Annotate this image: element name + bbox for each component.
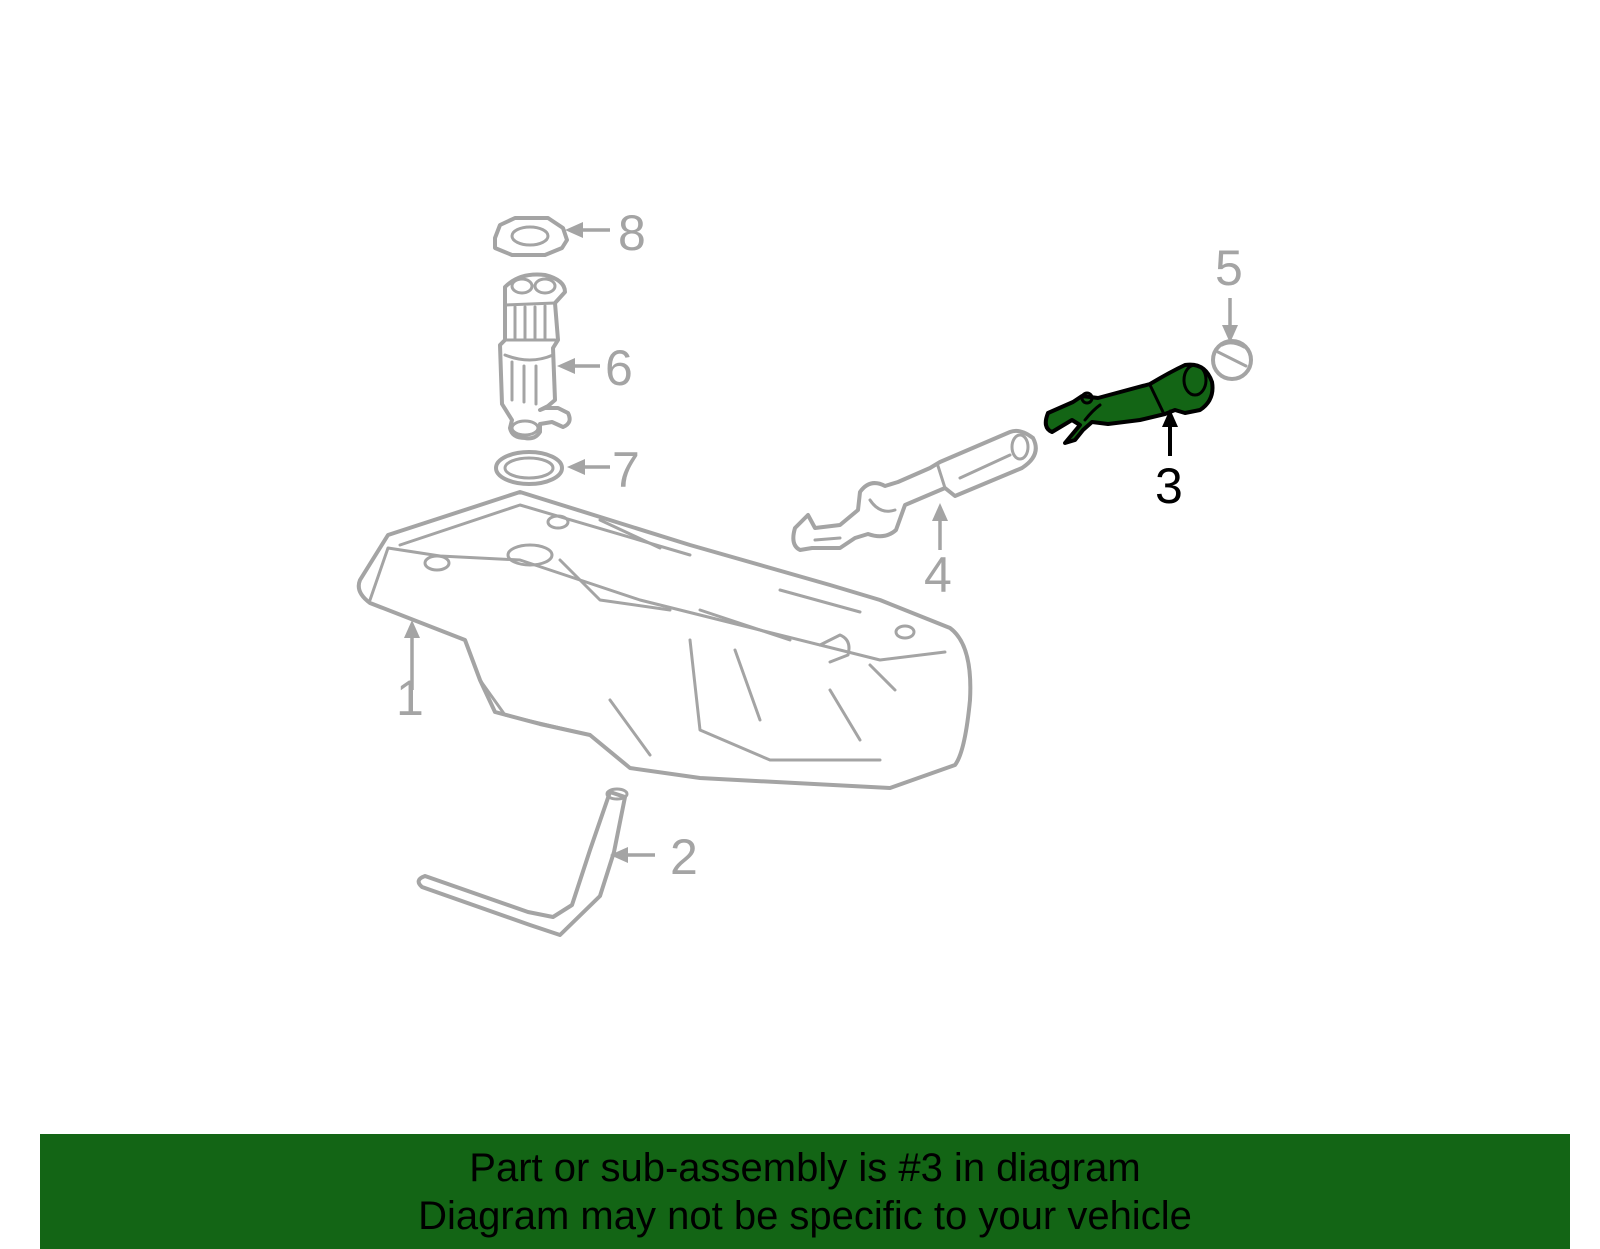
callout-5[interactable]: 5 (1215, 240, 1243, 296)
vent-hose-part[interactable] (791, 428, 1038, 552)
callout-4-leader (932, 503, 948, 550)
fuel-cap-part[interactable] (1211, 339, 1253, 381)
callout-8-leader (565, 222, 610, 238)
callout-6-leader (557, 358, 600, 374)
callout-1[interactable]: 1 (396, 670, 424, 726)
parts-diagram: 1 2 3 4 (356, 205, 1253, 937)
callout-3[interactable]: 3 (1155, 458, 1183, 514)
callout-8[interactable]: 8 (618, 205, 646, 261)
callout-3-leader (1162, 409, 1178, 456)
callout-2[interactable]: 2 (670, 829, 698, 885)
callout-5-leader (1222, 298, 1238, 343)
banner-line-disclaimer: Diagram may not be specific to your vehi… (418, 1193, 1192, 1238)
callout-7-leader (567, 459, 610, 475)
callout-1-leader (404, 620, 420, 690)
fuel-tank-part[interactable] (356, 490, 973, 790)
callout-6[interactable]: 6 (605, 340, 633, 396)
callout-7[interactable]: 7 (612, 442, 640, 498)
fuel-pump-part[interactable] (498, 272, 572, 441)
seal-part[interactable] (494, 450, 564, 486)
callout-2-leader (610, 847, 655, 863)
banner-line-part-number: Part or sub-assembly is #3 in diagram (469, 1145, 1141, 1190)
callout-4[interactable]: 4 (924, 547, 952, 603)
lock-ring-part[interactable] (493, 216, 569, 257)
filler-pipe-part[interactable] (1043, 362, 1215, 445)
info-banner: Part or sub-assembly is #3 in diagram Di… (40, 1134, 1570, 1249)
tank-strap-part[interactable] (416, 787, 629, 937)
